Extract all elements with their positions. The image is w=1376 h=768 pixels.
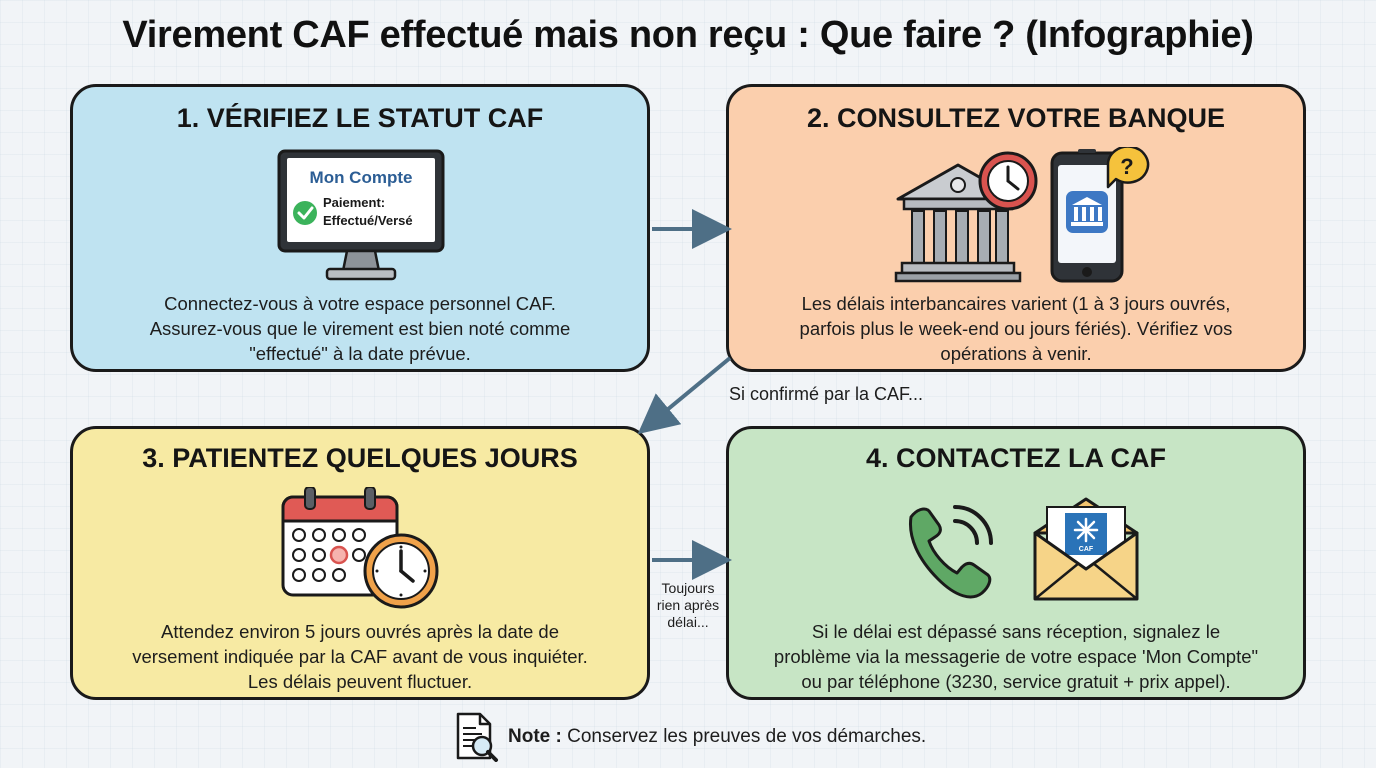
step-4-text: Si le délai est dépassé sans réception, … [773,621,1259,692]
envelope-label: CAF [1079,546,1094,553]
phone-icon [908,505,993,599]
step-2-title: 2. CONSULTEZ VOTRE BANQUE [806,103,1226,133]
computer-monitor-icon: Mon Compte Paiement: Effectué/Versé [277,149,445,281]
note: Note : Conservez les preuves de vos déma… [452,712,926,762]
envelope-icon: CAF [1033,497,1139,601]
bank-building-icon: ? [894,147,1150,283]
document-search-icon [456,712,498,762]
step-4-card: 4. CONTACTEZ LA CAF CAF Si le délai est … [726,426,1306,700]
question-bubble-icon: ? [1106,147,1150,189]
note-label: Note : [508,726,562,747]
svg-text:?: ? [1120,154,1133,179]
smartphone-icon [1050,149,1124,283]
screen-status: Effectué/Versé [323,213,413,228]
screen-label: Paiement: [323,195,385,210]
clock-icon [363,533,439,609]
arrow-step2-to-step3 [637,356,732,435]
flow-label-confirmed: Si confirmé par la CAF... [729,384,924,404]
step-3-title: 3. PATIENTEZ QUELQUES JOURS [142,443,578,473]
calendar-clock-icon [281,487,439,609]
clock-icon [978,151,1038,211]
flow-label-still-nothing: Toujours rien après délai... [656,580,720,630]
step-3-card: 3. PATIENTEZ QUELQUES JOURS Attendez env… [70,426,650,700]
step-3-text: Attendez environ 5 jours ouvrés après la… [132,621,588,692]
step-1-text: Connectez-vous à votre espace personnel … [149,293,571,364]
step-2-card: 2. CONSULTEZ VOTRE BANQUE [726,84,1306,372]
step-1-card: 1. VÉRIFIEZ LE STATUT CAF Mon Compte Pai… [70,84,650,372]
screen-title: Mon Compte [310,168,413,187]
step-2-text: Les délais interbancaires varient (1 à 3… [799,293,1233,364]
step-4-title: 4. CONTACTEZ LA CAF [866,443,1166,473]
page-title: Virement CAF effectué mais non reçu : Qu… [122,14,1254,56]
note-text: Note : Conservez les preuves de vos déma… [508,726,927,747]
step-1-title: 1. VÉRIFIEZ LE STATUT CAF [176,103,544,133]
